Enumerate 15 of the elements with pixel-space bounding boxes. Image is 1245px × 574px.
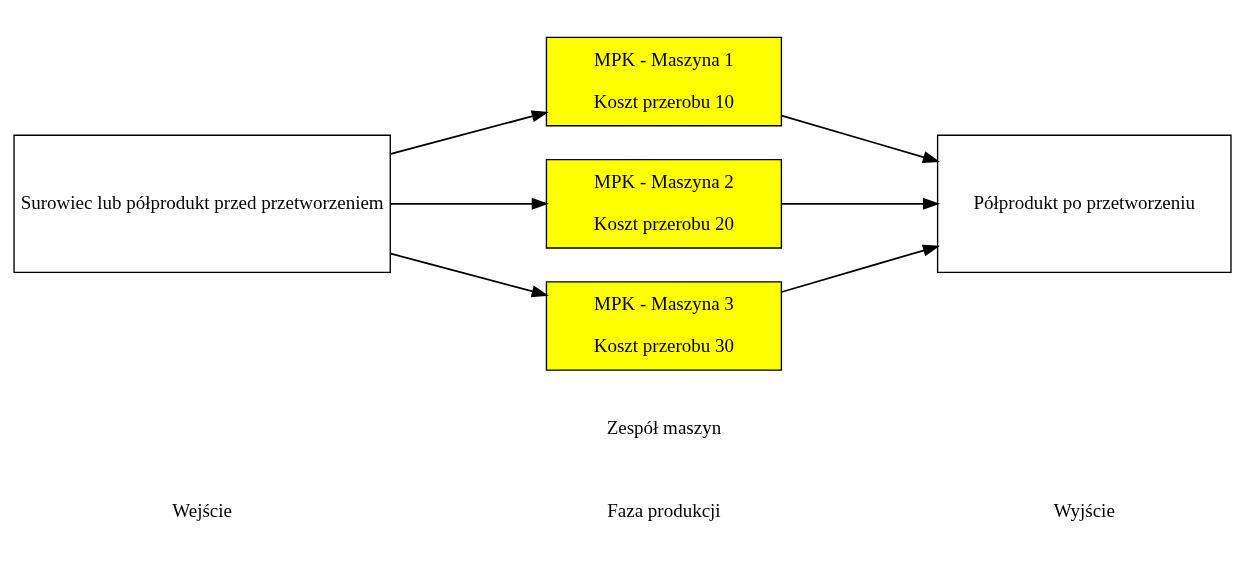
label: Wyjście	[1053, 500, 1115, 522]
arrow	[390, 197, 549, 210]
arrow	[390, 110, 549, 155]
arrow	[780, 244, 940, 293]
arrow	[780, 197, 941, 210]
node-box: MPK - Maszyna 1 Koszt przerobu 10	[545, 36, 783, 127]
arrow	[780, 114, 940, 163]
node-box: Surowiec lub półprodukt przed przetworzeniem	[13, 134, 391, 274]
arrow	[390, 252, 549, 298]
node-box: Półprodukt po przetworzeniu	[936, 134, 1232, 274]
label: Zespół maszyn	[606, 417, 722, 439]
node-box: MPK - Maszyna 2 Koszt przerobu 20	[545, 159, 783, 249]
node-box: MPK - Maszyna 3 Koszt przerobu 30	[545, 281, 783, 371]
label: Wejście	[172, 500, 232, 522]
label: Faza produkcji	[607, 500, 721, 522]
